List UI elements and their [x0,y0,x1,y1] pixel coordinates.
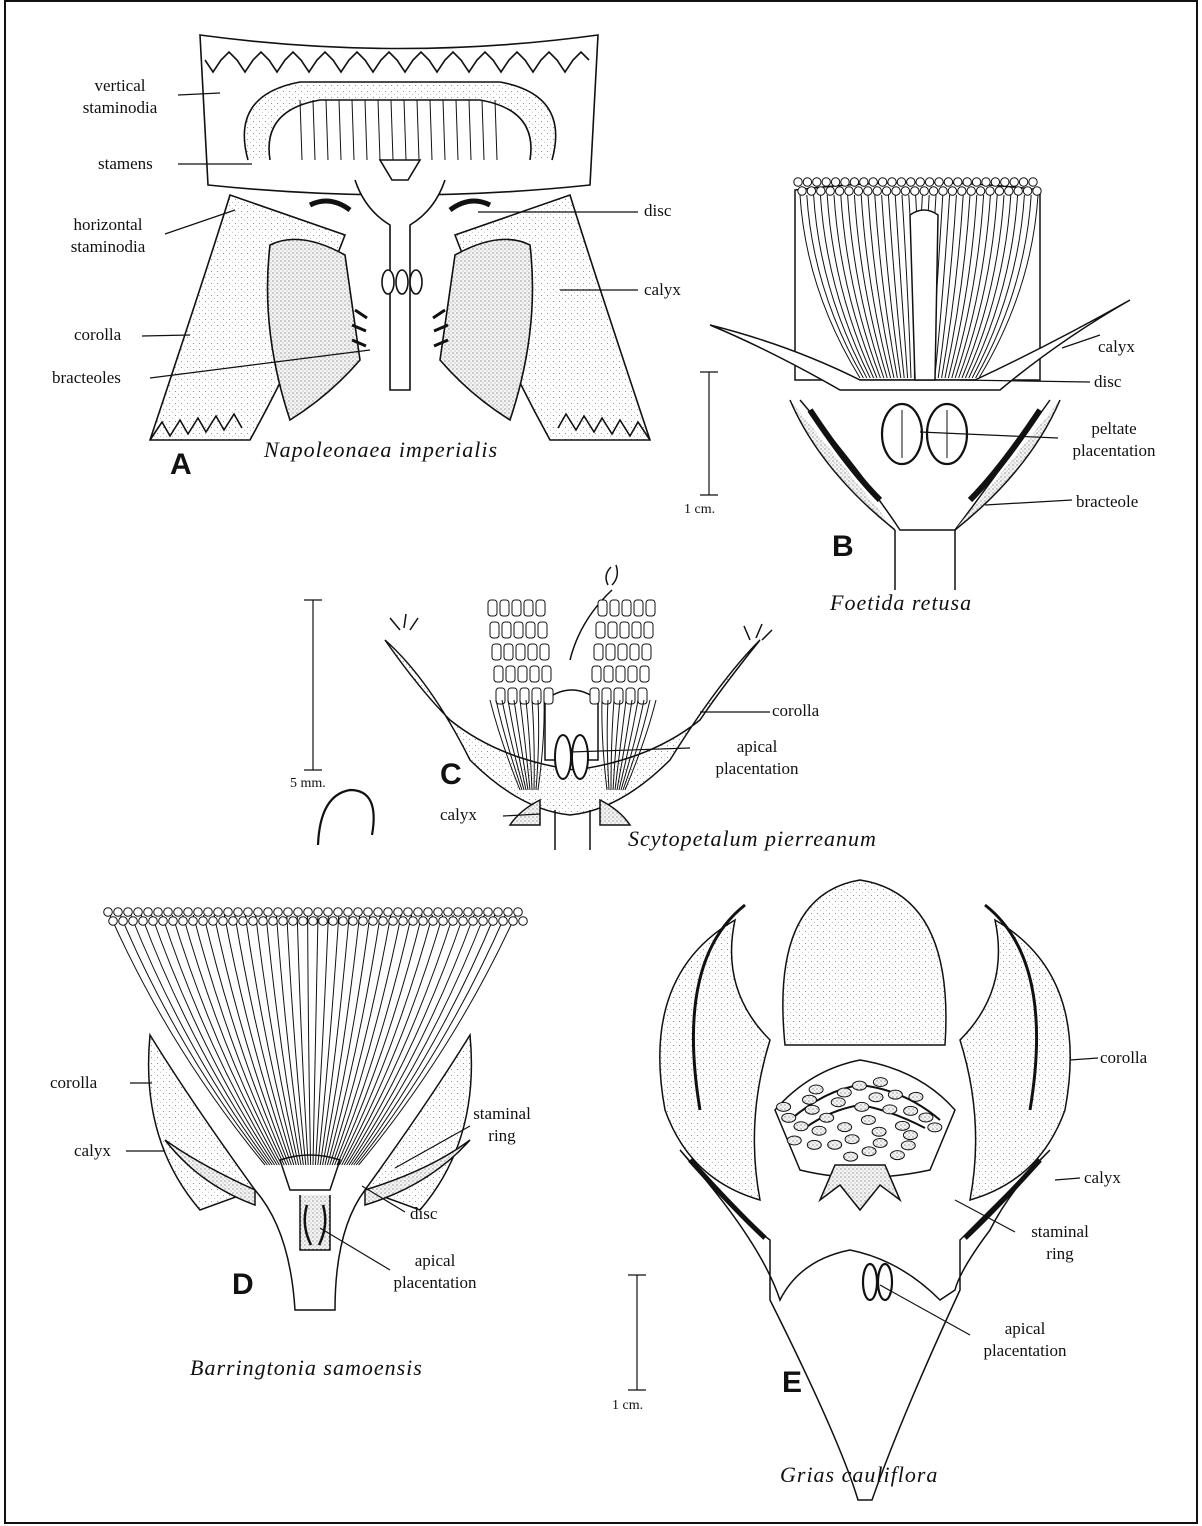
label-d-disc: disc [410,1203,437,1225]
panel-letter-e: E [782,1366,802,1400]
label-bracteole: bracteole [1076,491,1138,513]
label-d-staminal-ring: staminal ring [452,1103,552,1147]
label-horizontal-staminodia-line1: horizontal [50,214,166,236]
drawing-napoleonaea [150,35,650,440]
panel-letter-c: C [440,758,462,792]
panel-letter-a: A [170,448,192,482]
label-d-staminal-ring-line1: staminal [452,1103,552,1125]
label-horizontal-staminodia-line2: staminodia [50,236,166,258]
label-d-apical-placentation: apical placentation [360,1250,510,1294]
label-peltate-placentation-line2: placentation [1056,440,1172,462]
label-a-disc: disc [644,200,671,222]
label-peltate-placentation: peltate placentation [1056,418,1172,462]
scale-e: 1 cm. [612,1398,643,1414]
label-a-corolla: corolla [74,324,121,346]
label-d-apical-placentation-line1: apical [360,1250,510,1272]
label-b-calyx: calyx [1098,336,1135,358]
label-e-apical-placentation-line1: apical [950,1318,1100,1340]
drawing-barringtonia [149,790,472,1310]
panel-letter-b: B [832,530,854,564]
label-stamens: stamens [98,153,153,175]
species-foetida: Foetida retusa [830,590,972,616]
label-vertical-staminodia-line1: vertical [62,75,178,97]
label-e-staminal-ring-line2: ring [1010,1243,1110,1265]
panel-letter-d: D [232,1268,254,1302]
label-horizontal-staminodia: horizontal staminodia [50,214,166,258]
scale-c: 5 mm. [290,776,326,792]
label-e-corolla: corolla [1100,1047,1147,1069]
scale-b: 1 cm. [684,502,715,518]
label-vertical-staminodia-line2: staminodia [62,97,178,119]
label-e-apical-placentation-line2: placentation [950,1340,1100,1362]
species-scytopetalum: Scytopetalum pierreanum [628,826,877,852]
label-e-staminal-ring: staminal ring [1010,1221,1110,1265]
label-c-apical-placentation-line2: placentation [682,758,832,780]
label-vertical-staminodia: vertical staminodia [62,75,178,119]
label-d-calyx: calyx [74,1140,111,1162]
label-b-disc: disc [1094,371,1121,393]
label-d-apical-placentation-line2: placentation [360,1272,510,1294]
label-c-apical-placentation: apical placentation [682,736,832,780]
label-c-apical-placentation-line1: apical [682,736,832,758]
species-grias: Grias cauliflora [780,1462,938,1488]
label-c-corolla: corolla [772,700,819,722]
label-e-apical-placentation: apical placentation [950,1318,1100,1362]
label-d-corolla: corolla [50,1072,97,1094]
label-a-calyx: calyx [644,279,681,301]
label-d-staminal-ring-line2: ring [452,1125,552,1147]
species-napoleonaea: Napoleonaea imperialis [264,437,498,463]
drawing-foetida [710,183,1130,591]
species-barringtonia: Barringtonia samoensis [190,1355,423,1381]
label-c-calyx: calyx [440,804,477,826]
label-e-calyx: calyx [1084,1167,1121,1189]
drawing-grias [660,880,1070,1500]
label-peltate-placentation-line1: peltate [1056,418,1172,440]
label-e-staminal-ring-line1: staminal [1010,1221,1110,1243]
label-bracteoles: bracteoles [52,367,121,389]
